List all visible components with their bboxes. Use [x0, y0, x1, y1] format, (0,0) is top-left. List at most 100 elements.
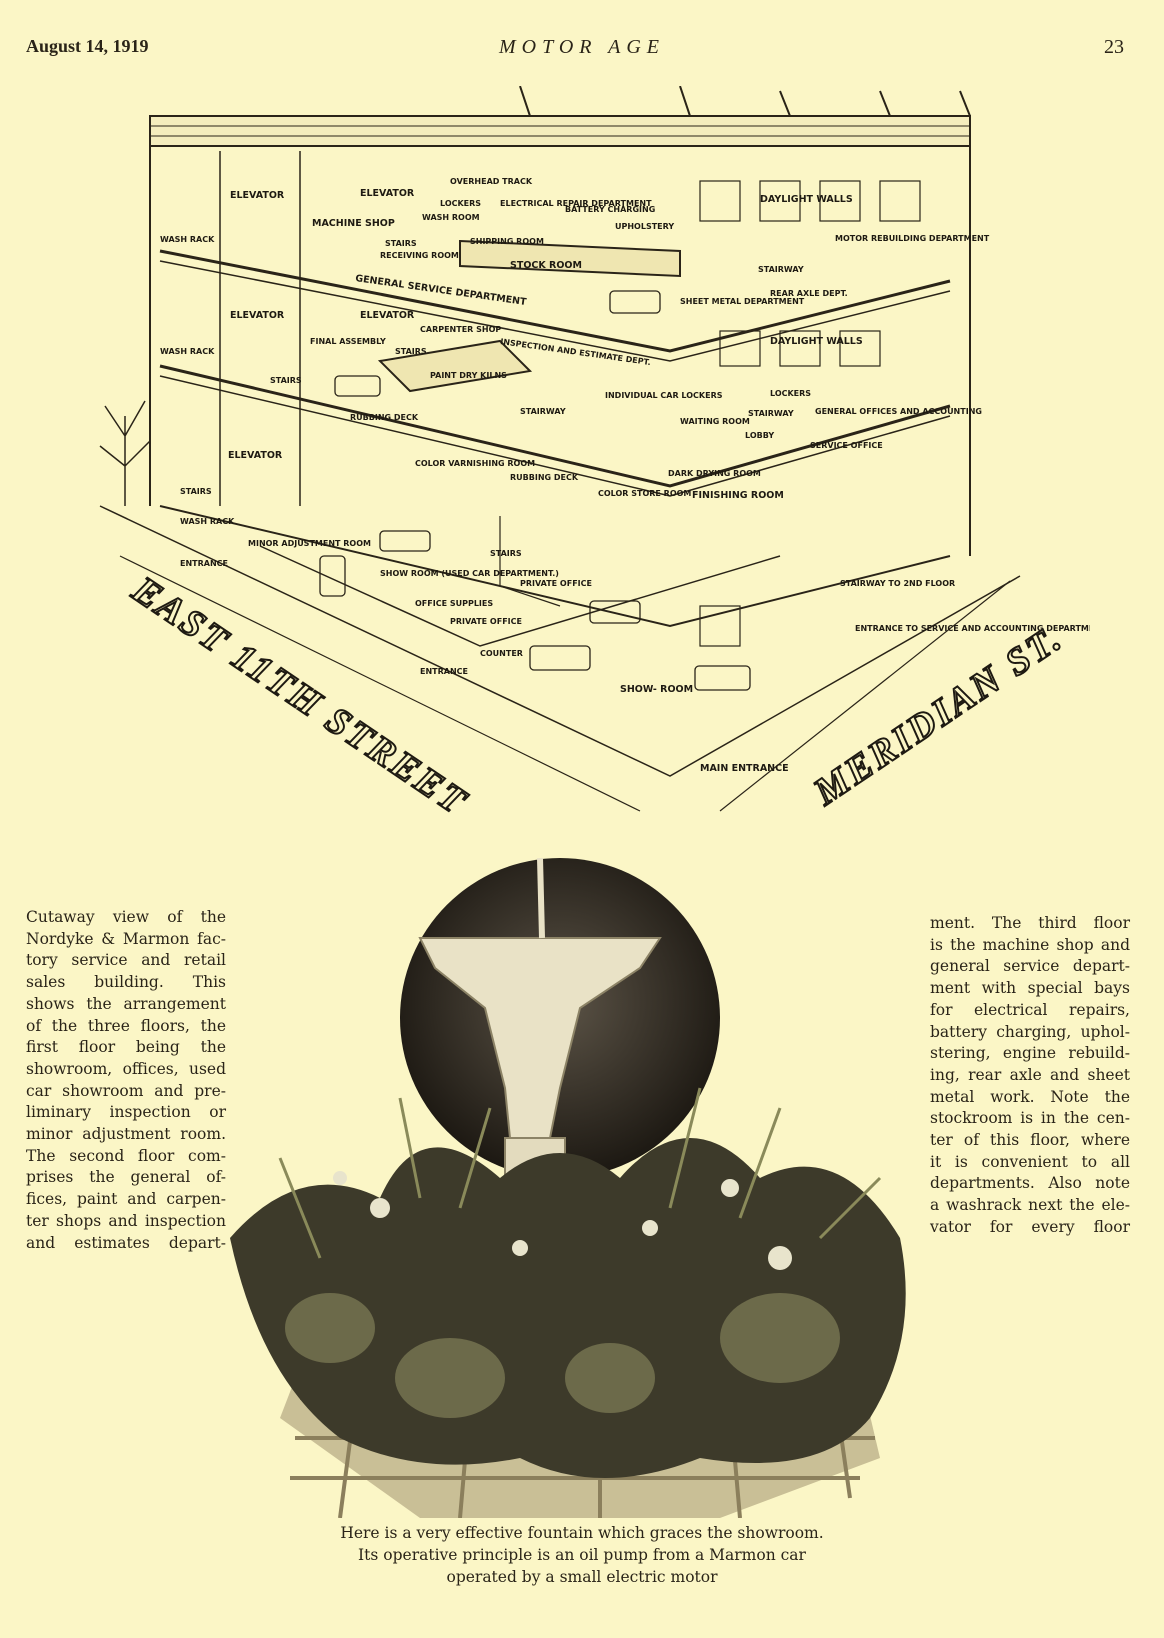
label-wash-rack: WASH RACK: [180, 517, 235, 526]
text-line: it is convenient to all: [930, 1152, 1130, 1171]
label-stairway: STAIRWAY: [748, 409, 794, 418]
label-stairs: STAIRS: [180, 487, 212, 496]
label-carpenter-shop: CARPENTER SHOP: [420, 325, 501, 334]
label-dark-drying: DARK DRYING ROOM: [668, 469, 761, 478]
text-line: battery charging, uphol-: [930, 1022, 1130, 1041]
label-stairs: STAIRS: [385, 239, 417, 248]
text-line: general service depart-: [930, 957, 1130, 976]
text-line: ter shops and inspection: [26, 1211, 226, 1230]
label-elevator: ELEVATOR: [230, 310, 285, 321]
street-meridian: MERIDIAN ST.: [806, 616, 1071, 814]
label-private-office: PRIVATE OFFICE: [520, 579, 592, 588]
left-text-column: Cutaway view of the Nordyke & Marmon fac…: [26, 907, 226, 1254]
text-line: ing, rear axle and sheet: [930, 1065, 1130, 1084]
text-line: fices, paint and carpen-: [26, 1190, 226, 1209]
label-elevator: ELEVATOR: [230, 190, 285, 201]
label-final-assembly: FINAL ASSEMBLY: [310, 337, 386, 346]
label-machine-shop: MACHINE SHOP: [312, 218, 395, 229]
label-counter: COUNTER: [480, 649, 523, 658]
label-wash-rack: WASH RACK: [160, 235, 215, 244]
caption-line: Its operative principle is an oil pump f…: [358, 1546, 806, 1564]
label-rubbing-deck: RUBBING DECK: [350, 413, 419, 422]
label-stairs: STAIRS: [270, 376, 302, 385]
text-line: metal work. Note the: [930, 1087, 1130, 1106]
label-upholstery: UPHOLSTERY: [615, 222, 674, 231]
label-entrance: ENTRANCE: [180, 559, 228, 568]
label-stairs: STAIRS: [395, 347, 427, 356]
label-entrance-service: ENTRANCE TO SERVICE AND ACCOUNTING DEPAR…: [855, 624, 1090, 633]
label-main-entrance: MAIN ENTRANCE: [700, 763, 789, 774]
text-line: for electrical repairs,: [930, 1000, 1130, 1019]
text-line: stockroom is in the cen-: [930, 1109, 1130, 1128]
label-lobby: LOBBY: [745, 431, 774, 440]
text-line: ter of this floor, where: [930, 1131, 1130, 1150]
caption-line: operated by a small electric motor: [446, 1568, 718, 1586]
label-office-supplies: OFFICE SUPPLIES: [415, 599, 493, 608]
label-elevator: ELEVATOR: [360, 188, 415, 199]
label-paint-dry-kilns: PAINT DRY KILNS: [430, 371, 507, 380]
label-service-office: SERVICE OFFICE: [810, 441, 883, 450]
label-wash-rack: WASH RACK: [160, 347, 215, 356]
text-line: sales building. This: [26, 973, 226, 992]
label-rear-axle: REAR AXLE DEPT.: [770, 289, 848, 298]
page-number: 23: [1104, 36, 1124, 58]
text-line: ment. The third floor: [930, 914, 1130, 932]
label-daylight-walls: DAYLIGHT WALLS: [760, 194, 853, 205]
right-text-column: ment. The third floor is the machine sho…: [930, 913, 1130, 1239]
label-daylight-walls: DAYLIGHT WALLS: [770, 336, 863, 347]
text-line: minor adjustment room.: [26, 1125, 226, 1144]
text-line: The second floor com-: [26, 1146, 226, 1165]
text-line: ment with special bays: [930, 979, 1130, 998]
label-stock-room: STOCK ROOM: [510, 260, 582, 271]
label-stairway: STAIRWAY: [520, 407, 566, 416]
label-wash-room: WASH ROOM: [422, 213, 480, 222]
label-stairway: STAIRWAY: [758, 265, 804, 274]
issue-date: August 14, 1919: [26, 36, 149, 56]
label-sheet-metal: SHEET METAL DEPARTMENT: [680, 297, 805, 306]
label-lockers: LOCKERS: [440, 199, 481, 208]
photo-caption: Here is a very effective fountain which …: [0, 1522, 1164, 1588]
caption-line: Here is a very effective fountain which …: [340, 1524, 824, 1542]
text-line: is the machine shop and: [930, 935, 1130, 954]
label-color-store: COLOR STORE ROOM: [598, 489, 691, 498]
text-line: car showroom and pre-: [26, 1081, 226, 1100]
text-line: and estimates depart-: [26, 1233, 226, 1252]
label-motor-rebuilding: MOTOR REBUILDING DEPARTMENT: [835, 234, 990, 243]
text-line: vator for every floor: [930, 1217, 1130, 1236]
label-stairway-2nd: STAIRWAY TO 2ND FLOOR: [840, 579, 955, 588]
label-elevator: ELEVATOR: [228, 450, 283, 461]
label-overhead-track: OVERHEAD TRACK: [450, 177, 533, 186]
label-receiving-room: RECEIVING ROOM: [380, 251, 459, 260]
label-waiting-room: WAITING ROOM: [680, 417, 750, 426]
text-line: of the three floors, the: [26, 1016, 226, 1035]
label-general-offices: GENERAL OFFICES AND ACCOUNTING: [815, 407, 982, 416]
label-elevator: ELEVATOR: [360, 310, 415, 321]
label-color-varnishing: COLOR VARNISHING ROOM: [415, 459, 535, 468]
text-line: showroom, offices, used: [26, 1059, 226, 1078]
label-lockers: LOCKERS: [770, 389, 811, 398]
magazine-title: MOTOR AGE: [498, 36, 666, 58]
label-used-car-show-room: SHOW ROOM (USED CAR DEPARTMENT.): [380, 569, 559, 578]
text-line: Cutaway view of the: [26, 908, 226, 926]
label-entrance: ENTRANCE: [420, 667, 468, 676]
label-showroom: SHOW- ROOM: [620, 684, 693, 695]
label-minor-adjustment: MINOR ADJUSTMENT ROOM: [248, 539, 371, 548]
label-rubbing-deck: RUBBING DECK: [510, 473, 579, 482]
text-line: stering, engine rebuild-: [930, 1044, 1130, 1063]
label-shipping-room: SHIPPING ROOM: [470, 237, 544, 246]
cutaway-building-diagram: ELEVATOR ELEVATOR OVERHEAD TRACK LOCKERS…: [99, 86, 1090, 825]
label-finishing-room: FINISHING ROOM: [692, 490, 784, 501]
label-individual-car-lockers: INDIVIDUAL CAR LOCKERS: [605, 391, 723, 400]
text-line: tory service and retail: [26, 951, 226, 970]
text-line: first floor being the: [26, 1038, 226, 1057]
label-private-office: PRIVATE OFFICE: [450, 617, 522, 626]
label-general-service: GENERAL SERVICE DEPARTMENT: [355, 273, 528, 308]
text-line: shows the arrangement: [26, 994, 226, 1013]
label-electrical-repair: ELECTRICAL REPAIR DEPARTMENT: [500, 199, 652, 208]
text-line: liminary inspection or: [26, 1103, 226, 1122]
text-line: departments. Also note: [930, 1174, 1130, 1193]
label-stairs: STAIRS: [490, 549, 522, 558]
text-line: prises the general of-: [26, 1168, 226, 1187]
fountain-photo: [230, 858, 906, 1518]
text-line: a washrack next the ele-: [930, 1196, 1130, 1215]
